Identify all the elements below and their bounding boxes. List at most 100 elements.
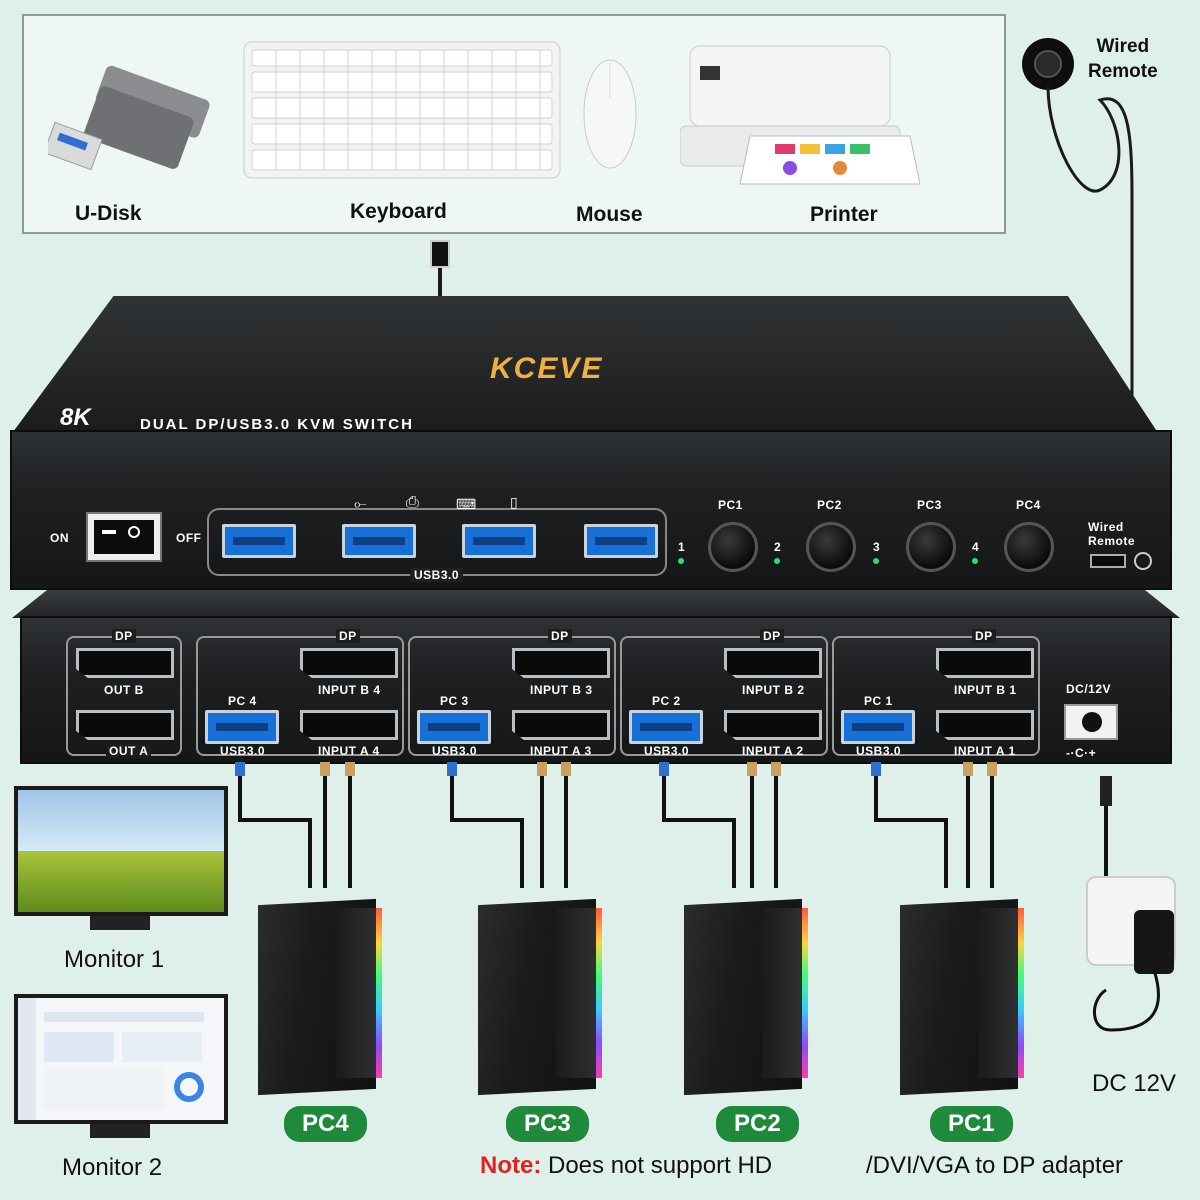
pc1-button[interactable] — [708, 522, 758, 572]
mouse-icon — [582, 58, 638, 170]
pc4-group-frame — [196, 636, 404, 756]
keyboard-icon — [242, 40, 562, 180]
pc1-input-a-label: INPUT A 1 — [954, 744, 1016, 758]
out-a-label: OUT A — [106, 744, 152, 758]
pc4-input-a-port[interactable] — [300, 710, 398, 740]
power-label: DC 12V — [1092, 1070, 1177, 1097]
pc3-input-a-label: INPUT A 3 — [530, 744, 592, 758]
pc4-group-dp: DP — [336, 629, 360, 643]
pc1-button-label: PC1 — [718, 498, 743, 512]
dc-jack[interactable] — [1064, 704, 1118, 740]
pc1-group-dp: DP — [972, 629, 996, 643]
power-off-label: OFF — [176, 531, 202, 545]
pc2-group-dp: DP — [760, 629, 784, 643]
monitor-2 — [14, 994, 228, 1124]
udisk-label: U-Disk — [75, 202, 142, 225]
pc3-input-a-port[interactable] — [512, 710, 610, 740]
front-unit-top — [10, 296, 1160, 436]
pc2-tower — [684, 892, 814, 1096]
pc4-input-b-port[interactable] — [300, 648, 398, 678]
pc3-led — [873, 558, 879, 564]
model-title: DUAL DP/USB3.0 KVM SWITCH — [140, 416, 414, 433]
output-dp-label: DP — [112, 629, 136, 643]
pc3-label: PC3 — [506, 1106, 589, 1142]
pc2-button-label: PC2 — [817, 498, 842, 512]
pc3-group-frame — [408, 636, 616, 756]
pc2-input-b-port[interactable] — [724, 648, 822, 678]
front-wired-remote-label: Wired Remote — [1088, 520, 1136, 548]
wired-remote-label: Wired Remote — [1088, 36, 1158, 82]
front-usb-port-1[interactable] — [222, 524, 296, 558]
udisk-icon — [43, 60, 218, 180]
front-usb-port-4[interactable] — [584, 524, 658, 558]
pc2-input-a-port[interactable] — [724, 710, 822, 740]
8k-badge: 8K — [60, 404, 91, 431]
keyboard-small-icon: ⌨ — [456, 496, 477, 512]
dc-label: DC/12V — [1066, 682, 1112, 696]
pc1-input-b-label: INPUT B 1 — [954, 683, 1017, 697]
pc4-group-pc: PC 4 — [228, 694, 257, 708]
pc2-input-a-label: INPUT A 2 — [742, 744, 804, 758]
pc2-input-b-label: INPUT B 2 — [742, 683, 805, 697]
keyboard-label: Keyboard — [350, 200, 447, 223]
out-b-port[interactable] — [76, 648, 174, 678]
pc1-input-b-port[interactable] — [936, 648, 1034, 678]
note-prefix: Note: — [480, 1152, 542, 1179]
pc3-led-label: 3 — [873, 540, 881, 554]
pc2-group-frame — [620, 636, 828, 756]
pc3-input-b-port[interactable] — [512, 648, 610, 678]
mouse-small-icon: ▯ — [510, 494, 518, 510]
pc2-label: PC2 — [716, 1106, 799, 1142]
pc3-button-label: PC3 — [917, 498, 942, 512]
pc4-button[interactable] — [1004, 522, 1054, 572]
pc4-tower — [258, 892, 388, 1096]
pc1-led — [678, 558, 684, 564]
wired-remote-port[interactable] — [1090, 554, 1126, 568]
pc1-input-a-port[interactable] — [936, 710, 1034, 740]
pc4-input-a-label: INPUT A 4 — [318, 744, 380, 758]
pc2-led — [774, 558, 780, 564]
pc3-group-pc: PC 3 — [440, 694, 469, 708]
pc1-group-frame — [832, 636, 1040, 756]
front-unit-panel — [10, 430, 1172, 590]
printer-icon — [679, 36, 921, 186]
note-text-2: /DVI/VGA to DP adapter — [866, 1152, 1124, 1179]
pc2-button[interactable] — [806, 522, 856, 572]
pc2-group-pc: PC 2 — [652, 694, 681, 708]
pc3-input-b-label: INPUT B 3 — [530, 683, 593, 697]
pc1-led-label: 1 — [678, 540, 686, 554]
pc-cables — [235, 762, 1112, 890]
front-usb-port-2[interactable] — [342, 524, 416, 558]
pc4-button-label: PC4 — [1016, 498, 1041, 512]
pc1-tower — [900, 892, 1030, 1096]
note-text: Does not support HD — [541, 1152, 773, 1179]
pc2-usb-port[interactable] — [629, 710, 703, 744]
printer-label: Printer — [810, 203, 878, 226]
remote-port-icon — [1134, 552, 1152, 570]
pc3-usb-label: USB3.0 — [432, 744, 478, 758]
pc3-usb-port[interactable] — [417, 710, 491, 744]
pc4-usb-label: USB3.0 — [220, 744, 266, 758]
out-a-port[interactable] — [76, 710, 174, 740]
printer-small-icon: ⎙ — [406, 494, 419, 511]
monitor-2-stand — [90, 1124, 150, 1138]
power-on-label: ON — [50, 531, 69, 545]
power-switch[interactable] — [86, 512, 162, 562]
monitor-1-stand — [90, 916, 150, 930]
pc3-group-dp: DP — [548, 629, 572, 643]
pc3-tower — [478, 892, 608, 1096]
pc1-usb-label: USB3.0 — [856, 744, 902, 758]
pc4-label: PC4 — [284, 1106, 367, 1142]
pc1-usb-port[interactable] — [841, 710, 915, 744]
pc1-label: PC1 — [930, 1106, 1013, 1142]
adapter-cable — [1093, 969, 1160, 1032]
power-adapter-icon — [1134, 910, 1174, 974]
front-usb-port-3[interactable] — [462, 524, 536, 558]
out-b-label: OUT B — [104, 683, 144, 697]
pc3-button[interactable] — [906, 522, 956, 572]
mouse-label: Mouse — [576, 203, 643, 226]
pc2-usb-label: USB3.0 — [644, 744, 690, 758]
usb-icon: ⟜ — [354, 496, 367, 513]
pc4-usb-port[interactable] — [205, 710, 279, 744]
note-line: Note: Does not support HD — [480, 1152, 772, 1180]
